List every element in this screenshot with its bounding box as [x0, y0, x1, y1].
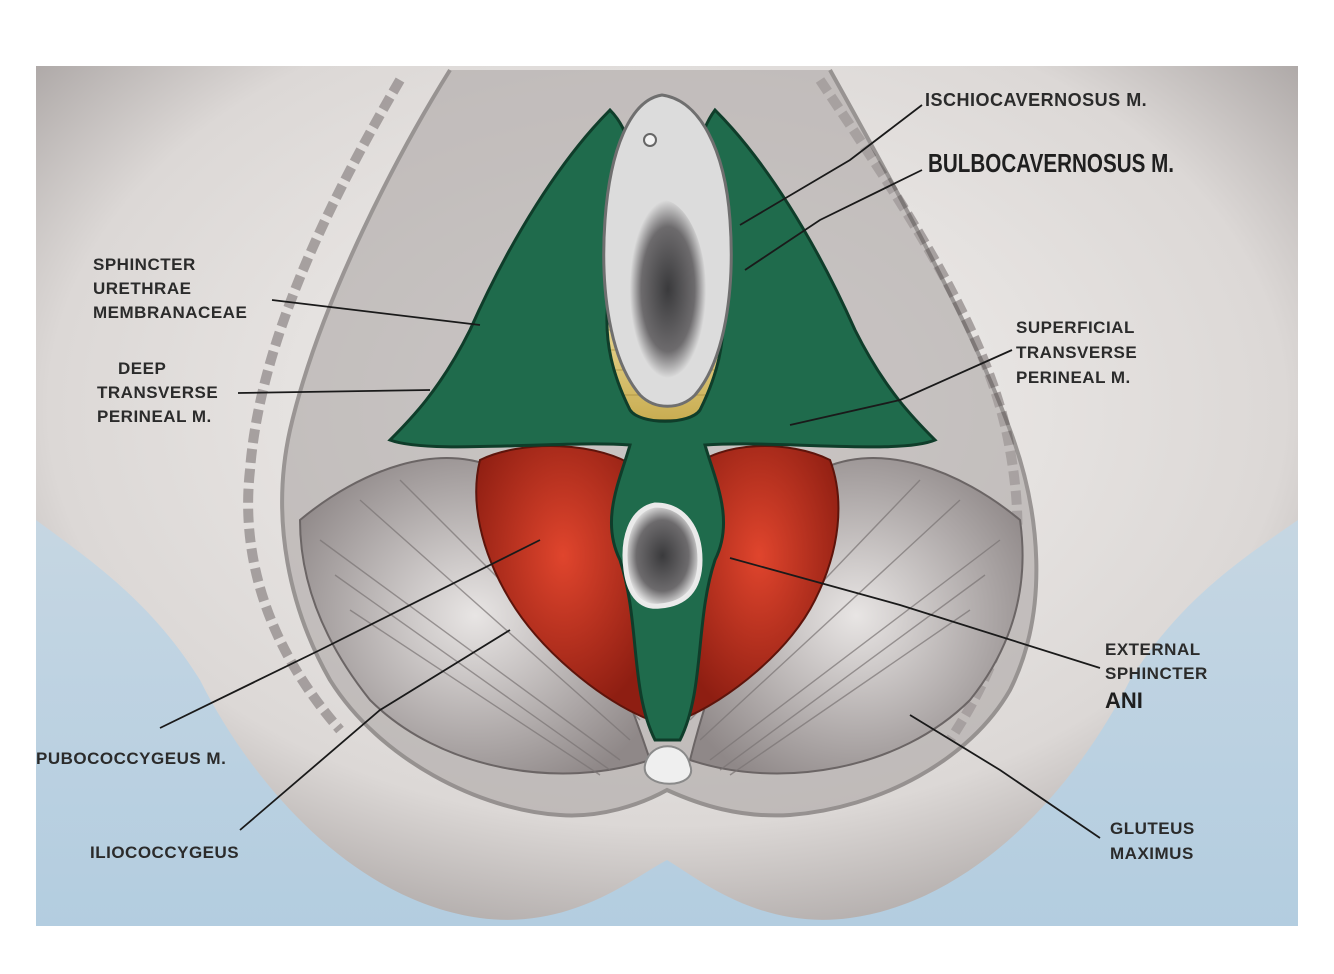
label-external-sphincter-2: SPHINCTER: [1105, 664, 1208, 683]
label-external-sphincter-3: ANI: [1105, 688, 1143, 713]
label-superficial-transverse-3: PERINEAL M.: [1016, 368, 1131, 387]
label-iliococcygeus: ILIOCOCCYGEUS: [90, 843, 239, 862]
coccyx-tip: [645, 746, 691, 784]
label-gluteus-1: GLUTEUS: [1110, 819, 1195, 838]
clitoris: [644, 134, 656, 146]
label-ischiocavernosus: ISCHIOCAVERNOSUS M.: [925, 90, 1147, 110]
label-deep-transverse-3: PERINEAL M.: [97, 407, 212, 426]
label-deep-transverse-1: DEEP: [118, 359, 166, 378]
label-deep-transverse-2: TRANSVERSE: [97, 383, 218, 402]
label-sphincter-urethrae-3: MEMBRANACEAE: [93, 303, 247, 322]
label-external-sphincter-1: EXTERNAL: [1105, 640, 1201, 659]
label-sphincter-urethrae-1: SPHINCTER: [93, 255, 196, 274]
label-sphincter-urethrae-2: URETHRAE: [93, 279, 191, 298]
anus: [625, 505, 700, 606]
label-superficial-transverse-2: TRANSVERSE: [1016, 343, 1137, 362]
label-gluteus-2: MAXIMUS: [1110, 844, 1194, 863]
label-bulbocavernosus: BULBOCAVERNOSUS M.: [928, 148, 1174, 178]
label-pubococcygeus: PUBOCOCCYGEUS M.: [36, 749, 226, 768]
label-superficial-transverse-1: SUPERFICIAL: [1016, 318, 1135, 337]
